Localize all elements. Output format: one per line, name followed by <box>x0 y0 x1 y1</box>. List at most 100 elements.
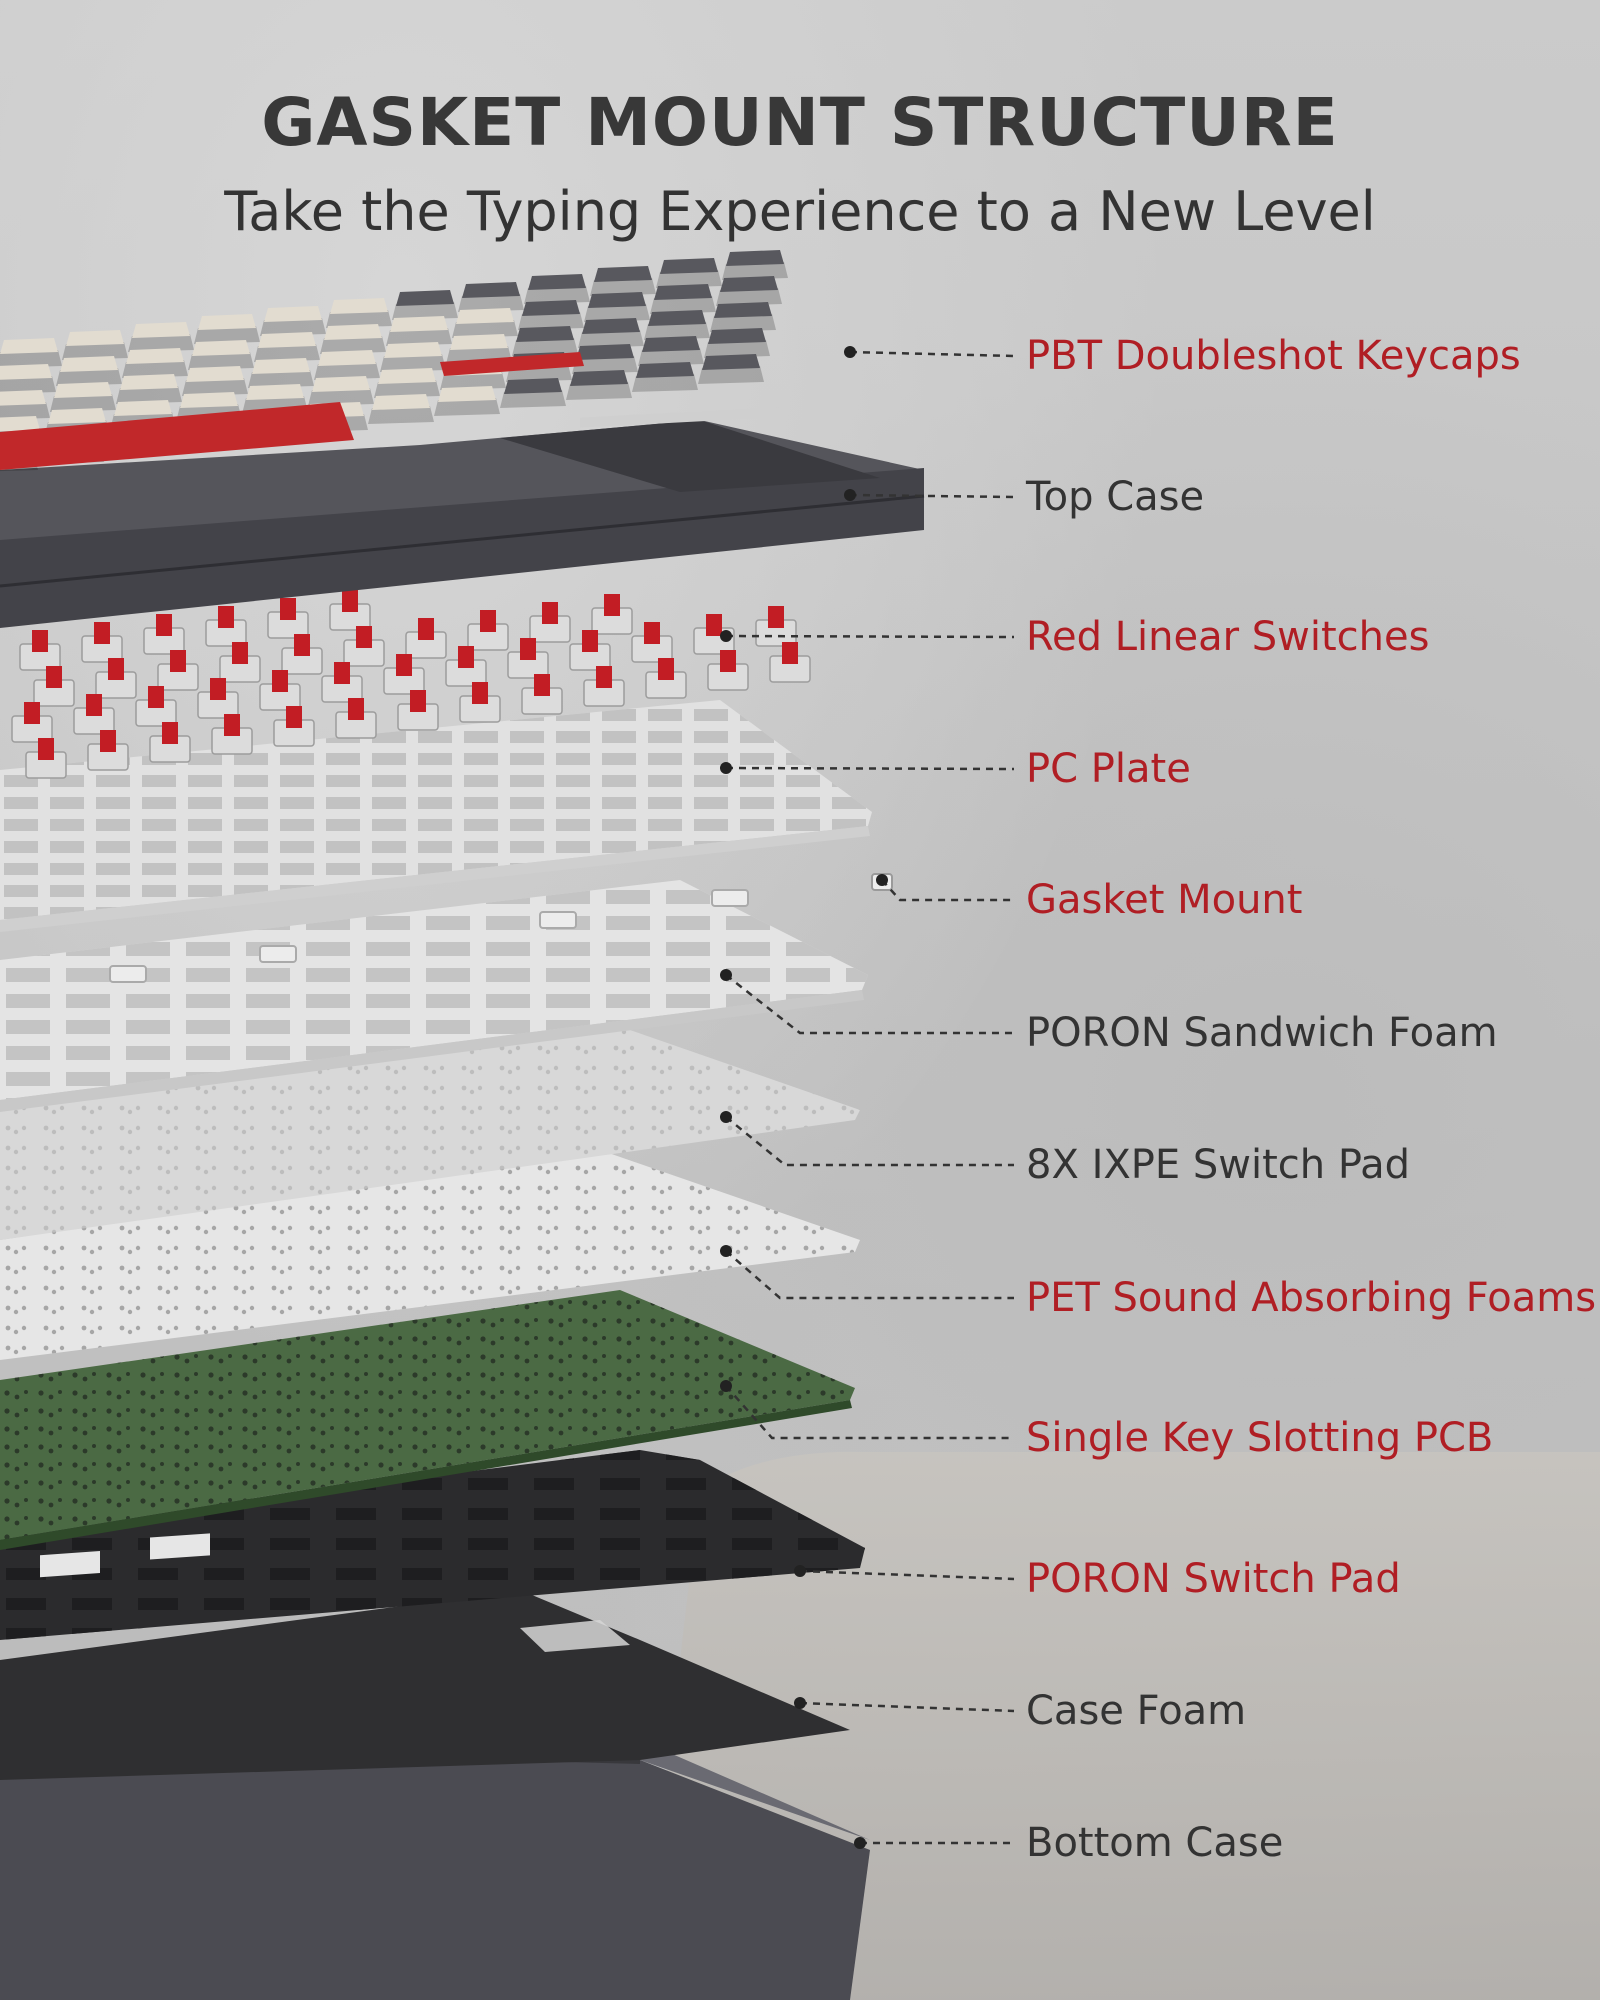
switch <box>19 630 61 671</box>
switch <box>707 650 749 691</box>
red-spacebar <box>0 402 354 470</box>
keycap <box>386 316 452 346</box>
keycap <box>0 338 62 368</box>
keycap <box>512 326 578 356</box>
layer-label: Single Key Slotting PCB <box>1026 1415 1494 1461</box>
keycap <box>122 348 188 378</box>
switch <box>135 686 177 727</box>
layer-label: PET Sound Absorbing Foams <box>1026 1275 1597 1321</box>
page-subtitle: Take the Typing Experience to a New Leve… <box>224 180 1376 243</box>
switch <box>405 618 447 659</box>
leader-dot <box>720 630 732 642</box>
switch <box>157 650 199 691</box>
keycap <box>566 370 632 400</box>
leader-line <box>849 493 1015 499</box>
switch <box>205 606 247 647</box>
switch <box>329 590 371 631</box>
ixpe-pad-layer <box>0 1030 860 1240</box>
top-case-layer <box>0 407 925 628</box>
switch <box>281 634 323 675</box>
pet-foam-layer <box>0 1150 860 1360</box>
switch <box>645 658 687 699</box>
keycap <box>116 374 182 404</box>
leader-line <box>725 766 1015 771</box>
keycap <box>518 300 584 330</box>
keycap <box>458 282 524 312</box>
keycap <box>62 330 128 360</box>
keycap <box>500 378 566 408</box>
switch <box>81 622 123 663</box>
keycap <box>578 318 644 348</box>
leader-line <box>725 1385 1014 1440</box>
switch <box>521 674 563 715</box>
switch <box>397 690 439 731</box>
switch <box>267 598 309 639</box>
switch <box>335 698 377 739</box>
keycap <box>392 290 458 320</box>
keycap <box>0 390 50 420</box>
keycap <box>704 328 770 358</box>
layer-label: PC Plate <box>1026 746 1191 792</box>
keycap <box>254 332 320 362</box>
switch <box>273 706 315 747</box>
sandwich-foam-layer <box>0 880 868 1112</box>
keycap <box>380 342 446 372</box>
keycap <box>314 350 380 380</box>
leader-dot <box>720 1111 732 1123</box>
keycap <box>128 322 194 352</box>
switch <box>529 602 571 643</box>
case-foam-layer <box>0 1590 850 1780</box>
switch <box>73 694 115 735</box>
switch <box>95 658 137 699</box>
leader-line <box>799 1569 1015 1581</box>
keycap <box>452 308 518 338</box>
switch <box>459 682 501 723</box>
page-title: GASKET MOUNT STRUCTURE <box>261 84 1339 161</box>
layer-label: PBT Doubleshot Keycaps <box>1026 333 1521 379</box>
layer-label: 8X IXPE Switch Pad <box>1026 1142 1411 1188</box>
switch <box>219 642 261 683</box>
layer-label: Gasket Mount <box>1026 877 1303 923</box>
keycap <box>182 366 248 396</box>
switch <box>383 654 425 695</box>
switch-layer <box>11 590 811 779</box>
keycap <box>50 382 116 412</box>
keycap <box>326 298 392 328</box>
keycap <box>584 292 650 322</box>
leader-line <box>849 350 1015 358</box>
keycap <box>590 266 656 296</box>
keycap <box>698 354 764 384</box>
switch <box>259 670 301 711</box>
switch <box>25 738 67 779</box>
layer-label: Case Foam <box>1026 1688 1247 1734</box>
leader-dot <box>794 1697 806 1709</box>
switch <box>755 606 797 647</box>
switch <box>149 722 191 763</box>
layer-label: PORON Sandwich Foam <box>1026 1010 1498 1056</box>
leader-dot <box>844 346 856 358</box>
switch <box>197 678 239 719</box>
poron-switch-pad-layer <box>0 1450 865 1640</box>
leader-dot <box>854 1837 866 1849</box>
switch <box>467 610 509 651</box>
keycap <box>656 258 722 288</box>
keycap <box>722 250 788 280</box>
leader-line <box>881 879 1014 902</box>
leader-dot <box>720 762 732 774</box>
keycap <box>308 376 374 406</box>
switch <box>591 594 633 635</box>
red-accent-key <box>440 352 584 376</box>
keycap <box>374 368 440 398</box>
keycap <box>644 310 710 340</box>
layer-label: Bottom Case <box>1026 1820 1284 1866</box>
keycap <box>710 302 776 332</box>
keycap <box>572 344 638 374</box>
switch <box>33 666 75 707</box>
desk-mat <box>640 1451 1600 2000</box>
layer-label: Top Case <box>1026 474 1205 520</box>
leader-line <box>799 1701 1015 1713</box>
keycap <box>638 336 704 366</box>
leader-dot <box>720 1380 732 1392</box>
keycap <box>260 306 326 336</box>
